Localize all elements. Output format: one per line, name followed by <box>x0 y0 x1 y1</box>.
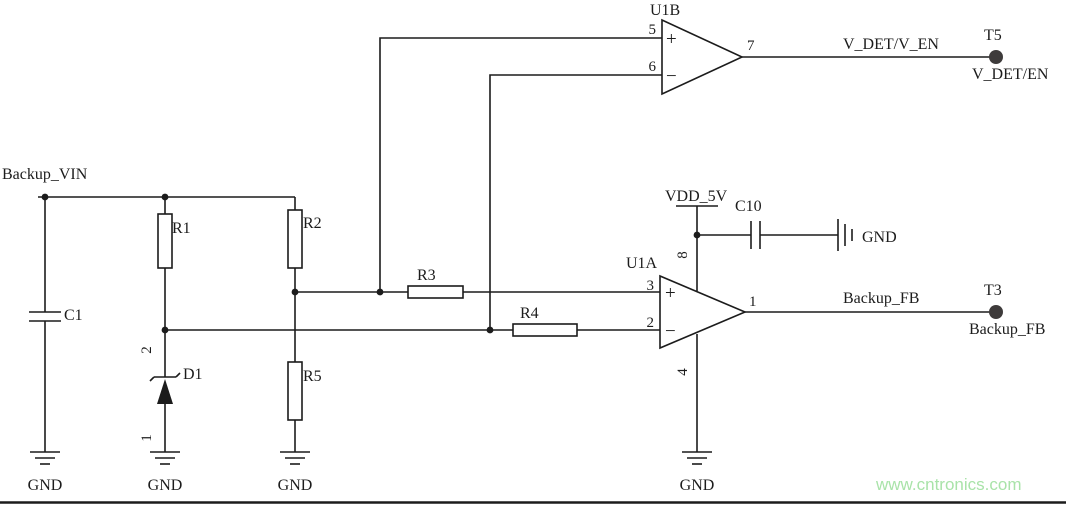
ground-symbol-c10 <box>837 219 853 251</box>
u1a-minus-sign: − <box>665 321 676 342</box>
terminal-t3-label: Backup_FB <box>969 321 1045 338</box>
d1-zener-tip-left <box>149 376 155 382</box>
ground-symbol-u1a <box>682 451 712 465</box>
capacitor-c1 <box>29 311 61 322</box>
u1b-plus-sign: + <box>666 29 677 50</box>
gnd-label-c1: GND <box>28 477 63 494</box>
d1-anode-triangle <box>157 379 173 404</box>
ground-symbol-r5 <box>280 451 310 465</box>
label-u1b: U1B <box>650 2 680 19</box>
gnd-label-c10: GND <box>862 229 897 246</box>
pin-number-u1b-inv: 6 <box>649 59 657 75</box>
d1-zener-tip-right <box>175 372 181 378</box>
terminal-t3-ref: T3 <box>984 282 1002 299</box>
label-c10: C10 <box>735 198 762 215</box>
net-label-vdd: VDD_5V <box>665 188 728 205</box>
label-r5: R5 <box>303 368 322 385</box>
wire-pin6-branch <box>489 74 662 330</box>
pin-number-d1-anode: 1 <box>139 434 155 442</box>
label-r4: R4 <box>520 305 539 322</box>
u1b-minus-sign: − <box>666 66 677 87</box>
terminal-t5-pad <box>989 50 1003 64</box>
capacitor-c10 <box>750 221 761 249</box>
pin-number-u1b-noninv: 5 <box>649 22 657 38</box>
net-label-v-det: V_DET/V_EN <box>843 36 939 53</box>
label-r3: R3 <box>417 267 436 284</box>
opamp-u1b <box>661 18 744 96</box>
junction-nodeA <box>291 288 299 296</box>
label-d1: D1 <box>183 366 203 383</box>
gnd-label-u1a: GND <box>680 477 715 494</box>
terminal-t5-ref: T5 <box>984 27 1002 44</box>
gnd-label-r5: GND <box>278 477 313 494</box>
wire-pin5-branch <box>379 37 662 292</box>
resistor-r4 <box>512 323 578 337</box>
net-label-backup-fb: Backup_FB <box>843 290 919 307</box>
pin-number-u1b-out: 7 <box>747 38 755 54</box>
resistor-r1 <box>157 213 173 269</box>
label-r1: R1 <box>172 220 191 237</box>
opamp-u1a <box>659 274 748 350</box>
label-r2: R2 <box>303 215 322 232</box>
junction-r1-top <box>161 193 169 201</box>
u1a-plus-sign: + <box>665 283 676 304</box>
net-label-backup-vin: Backup_VIN <box>2 166 88 183</box>
pin-number-u1a-inv: 2 <box>647 315 655 331</box>
junction-pin6 <box>486 326 494 334</box>
junction-nodeB <box>161 326 169 334</box>
terminal-t3-pad <box>989 305 1003 319</box>
pin-number-u1a-vminus: 4 <box>675 368 691 376</box>
pin-number-d1-cathode: 2 <box>139 346 155 354</box>
junction-c1 <box>41 193 49 201</box>
pin-number-u1a-noninv: 3 <box>647 278 655 294</box>
junction-dots <box>41 193 701 334</box>
zener-diode-d1 <box>149 372 181 404</box>
wires <box>0 37 1066 504</box>
gnd-label-d1: GND <box>148 477 183 494</box>
ground-symbol-d1 <box>150 451 180 465</box>
ground-symbol-c1 <box>30 451 60 465</box>
pin-number-u1a-vplus: 8 <box>675 251 691 259</box>
pin-number-u1a-out: 1 <box>749 294 757 310</box>
label-c1: C1 <box>64 307 83 324</box>
resistor-r5 <box>287 361 303 421</box>
label-u1a: U1A <box>626 255 658 272</box>
junction-pin5 <box>376 288 384 296</box>
resistor-r3 <box>407 285 464 299</box>
terminal-t5-label: V_DET/EN <box>972 66 1049 83</box>
junction-vdd <box>693 231 701 239</box>
watermark: www.cntronics.com <box>875 475 1021 494</box>
resistor-r2 <box>287 209 303 269</box>
